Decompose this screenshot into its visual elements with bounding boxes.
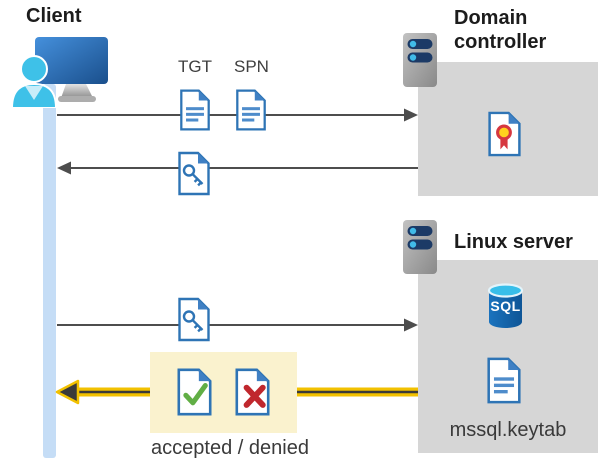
- certificate-icon: [488, 111, 521, 157]
- tgt-document-icon: [180, 89, 210, 131]
- key-ticket-icon-linux: [178, 297, 210, 342]
- result-highlight-box: [150, 352, 297, 433]
- client-label: Client: [26, 5, 82, 27]
- sql-database-icon: [487, 283, 524, 328]
- arrow-dc-to-client: [57, 161, 418, 175]
- client-icon: [10, 37, 108, 108]
- tgt-label: TGT: [178, 57, 212, 76]
- domain-controller-server-icon: [403, 33, 437, 87]
- key-ticket-icon-dc: [178, 151, 210, 196]
- monitor-icon: [35, 37, 108, 102]
- keytab-document-icon: [487, 357, 521, 404]
- sql-badge-label: SQL: [490, 298, 521, 314]
- keytab-filename-label: mssql.keytab: [449, 419, 567, 441]
- denied-document-icon: [235, 368, 270, 416]
- accepted-denied-label: accepted / denied: [151, 437, 309, 459]
- linux-server-label: Linux server: [454, 231, 573, 253]
- arrow-client-to-dc: [57, 108, 418, 122]
- person-icon: [10, 55, 58, 108]
- spn-label: SPN: [234, 57, 269, 76]
- domain-controller-label: Domain controller: [454, 7, 547, 54]
- accepted-document-icon: [177, 368, 212, 416]
- arrow-client-to-linux: [57, 318, 418, 332]
- spn-document-icon: [236, 89, 266, 131]
- linux-server-icon: [403, 220, 437, 274]
- client-lifeline: [43, 84, 56, 458]
